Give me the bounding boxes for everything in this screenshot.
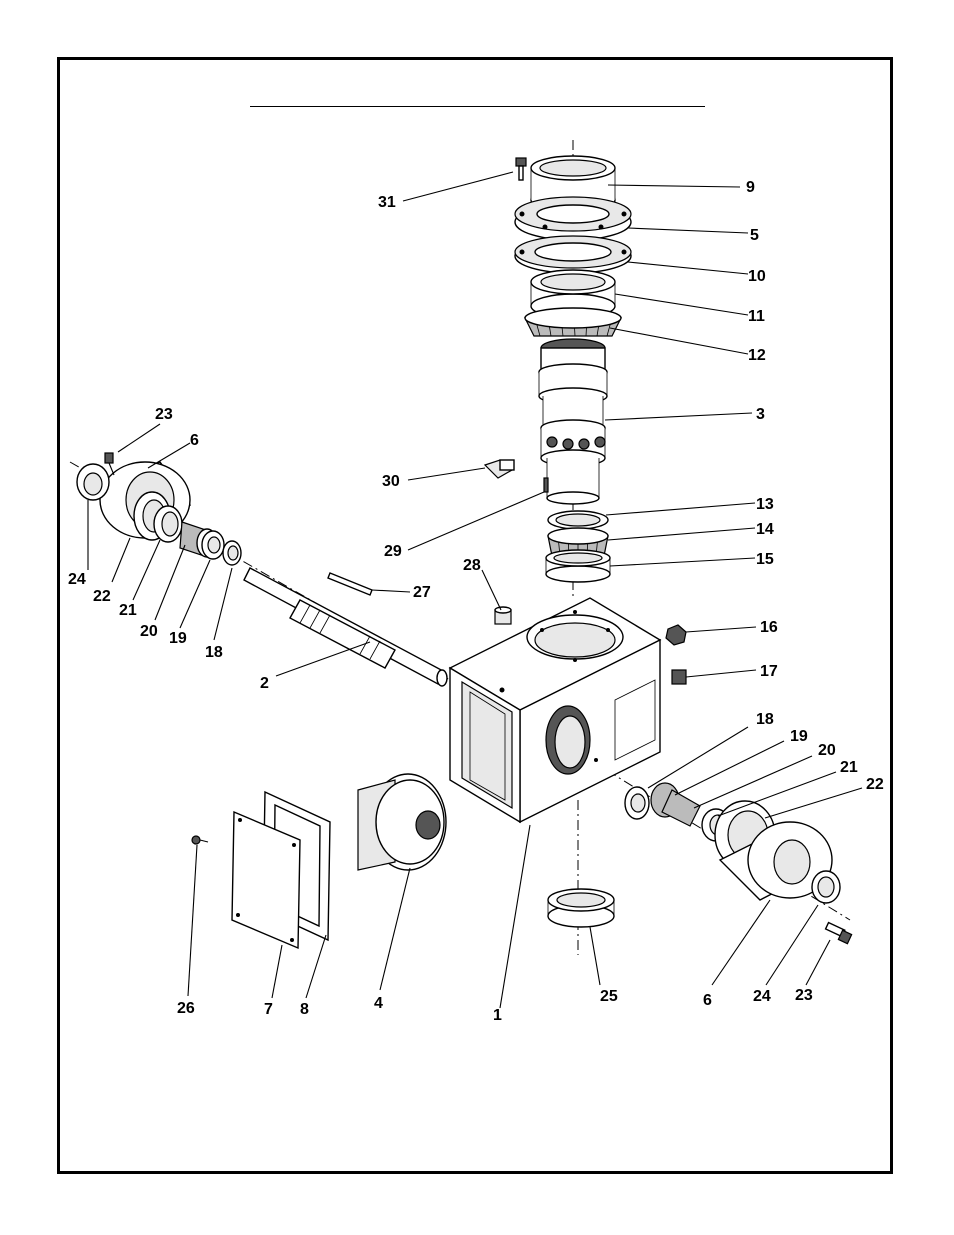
plug-28 xyxy=(494,606,512,625)
callout-24-right: 24 xyxy=(753,988,771,1005)
leader-lines xyxy=(87,171,863,1009)
callout-30: 30 xyxy=(382,473,400,490)
callout-labels: 31 9 5 10 11 12 3 30 29 13 14 15 27 28 1… xyxy=(68,179,884,1024)
bolt-30 xyxy=(483,459,515,479)
bearing-retainer-5 xyxy=(514,196,632,241)
bearing-cone-13 xyxy=(547,510,609,530)
callout-2: 2 xyxy=(260,675,269,692)
seal-24-right xyxy=(811,870,841,904)
callout-1: 1 xyxy=(493,1007,502,1024)
callout-19-right: 19 xyxy=(790,728,808,745)
retainer-6-right xyxy=(718,821,833,901)
callout-31: 31 xyxy=(378,194,396,211)
bolt-31 xyxy=(515,157,527,181)
callout-6-left: 6 xyxy=(190,432,199,449)
gearbox-housing-1 xyxy=(448,597,662,824)
bearing-cup-15 xyxy=(545,549,611,583)
callout-5: 5 xyxy=(750,227,759,244)
callout-22-left: 22 xyxy=(93,588,111,605)
callout-16: 16 xyxy=(760,619,778,636)
callout-20-right: 20 xyxy=(818,742,836,759)
bearing-cone-19-left xyxy=(201,530,225,560)
bolt-23-right xyxy=(824,921,853,945)
callout-18-right: 18 xyxy=(756,711,774,728)
lockwasher-18-right xyxy=(624,786,650,820)
pin-29 xyxy=(543,477,549,493)
callout-25: 25 xyxy=(600,988,618,1005)
callout-22-right: 22 xyxy=(866,776,884,793)
callout-21-left: 21 xyxy=(119,602,137,619)
callout-23-right: 23 xyxy=(795,987,813,1004)
seal-24-left xyxy=(76,463,110,501)
callout-27: 27 xyxy=(413,584,431,601)
callout-11: 11 xyxy=(748,308,765,325)
callout-28: 28 xyxy=(463,557,481,574)
input-shaft-2 xyxy=(243,567,448,687)
callout-4: 4 xyxy=(374,995,383,1012)
callout-14: 14 xyxy=(756,521,774,538)
callout-23-left: 23 xyxy=(155,406,173,423)
title-rule xyxy=(250,106,705,107)
callout-15: 15 xyxy=(756,551,774,568)
nut-16 xyxy=(665,624,687,646)
lockwasher-18-left xyxy=(222,540,242,566)
callout-26: 26 xyxy=(177,1000,195,1017)
tapered-bearing-20-right xyxy=(661,789,701,827)
callout-29: 29 xyxy=(384,543,402,560)
callout-12: 12 xyxy=(748,347,766,364)
pinion-shaft-3 xyxy=(538,338,608,505)
bearing-cup-21-left xyxy=(153,505,183,543)
key-27 xyxy=(327,572,373,596)
callout-20-left: 20 xyxy=(140,623,158,640)
callout-6-right: 6 xyxy=(703,992,712,1009)
callout-19-left: 19 xyxy=(169,630,187,647)
bolt-23-left xyxy=(104,452,115,476)
callout-10: 10 xyxy=(748,268,766,285)
callout-17: 17 xyxy=(760,663,778,680)
cover-plate-7 xyxy=(231,810,301,950)
gear-4 xyxy=(357,773,447,871)
plug-17 xyxy=(671,669,687,685)
screw-26 xyxy=(191,835,209,845)
callout-8: 8 xyxy=(300,1001,309,1018)
bearing-cup-25 xyxy=(547,888,615,928)
callout-24-left: 24 xyxy=(68,571,86,588)
callout-7: 7 xyxy=(264,1001,273,1018)
shim-10 xyxy=(514,235,632,274)
callout-21-right: 21 xyxy=(840,759,858,776)
callout-18-left: 18 xyxy=(205,644,223,661)
bearing-cup-11 xyxy=(530,269,616,319)
figure-frame xyxy=(57,57,893,1174)
callout-13: 13 xyxy=(756,496,774,513)
callout-3: 3 xyxy=(756,406,765,423)
callout-9: 9 xyxy=(746,179,755,196)
tapered-roller-bearing-12 xyxy=(524,307,622,337)
